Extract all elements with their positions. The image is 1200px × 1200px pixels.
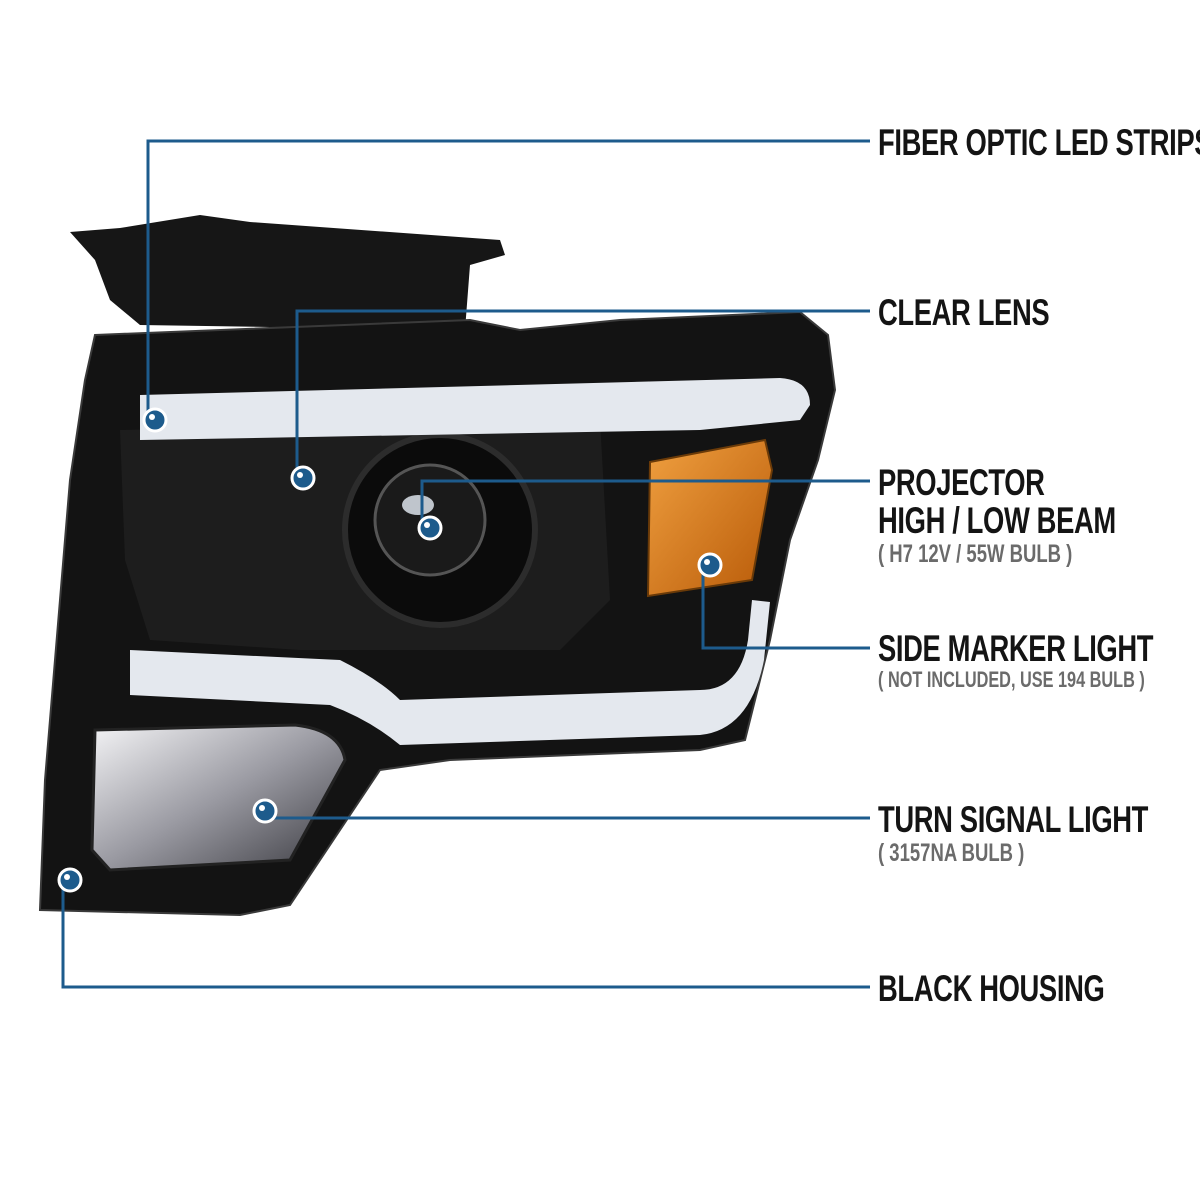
callout-title-line2: HIGH / LOW BEAM	[878, 500, 1116, 541]
callout-note: ( H7 12V / 55W BULB )	[878, 540, 1073, 568]
turn-signal-lens	[90, 723, 347, 872]
mounting-bracket	[70, 215, 505, 330]
led-strip	[140, 378, 810, 440]
callout-note: ( NOT INCLUDED, USE 194 BULB )	[878, 667, 1145, 692]
marker-dot-side-marker	[697, 552, 723, 578]
callout-markers	[57, 407, 723, 893]
callout-title: BLACK HOUSING	[878, 968, 1105, 1009]
callout-title: PROJECTOR	[878, 462, 1045, 503]
marker-dot-projector	[417, 515, 443, 541]
marker-dot-black-housing	[57, 867, 83, 893]
callout-side-marker: SIDE MARKER LIGHT ( NOT INCLUDED, USE 19…	[878, 630, 1153, 692]
callout-clear-lens: CLEAR LENS	[878, 292, 1050, 333]
amber-side-marker	[646, 438, 774, 598]
callout-fiber-optic: FIBER OPTIC LED STRIPS	[878, 124, 1200, 162]
callout-title: TURN SIGNAL LIGHT	[878, 799, 1149, 840]
callout-title: CLEAR LENS	[878, 292, 1050, 333]
marker-dot-turn-signal	[252, 798, 278, 824]
callout-title: SIDE MARKER LIGHT	[878, 628, 1154, 669]
callout-title: FIBER OPTIC LED STRIPS	[878, 122, 1200, 163]
callout-black-housing: BLACK HOUSING	[878, 968, 1105, 1009]
callout-turn-signal: TURN SIGNAL LIGHT ( 3157NA BULB )	[878, 799, 1149, 868]
marker-dot-clear-lens	[290, 465, 316, 491]
callout-projector: PROJECTOR HIGH / LOW BEAM ( H7 12V / 55W…	[878, 462, 1116, 569]
callout-note: ( 3157NA BULB )	[878, 839, 1025, 867]
marker-dot-fiber-optic	[142, 407, 168, 433]
